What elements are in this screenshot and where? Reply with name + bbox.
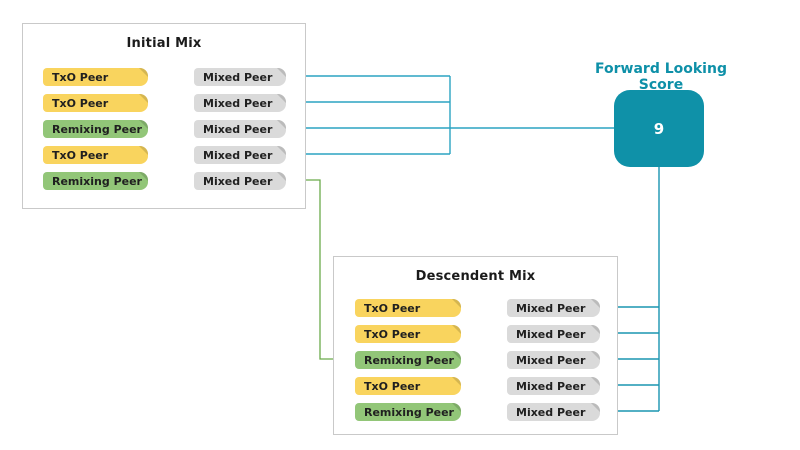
initial-mix-panel: Initial Mix TxO Peer TxO Peer Remixing P…: [22, 23, 306, 209]
mixed-peer-box: Mixed Peer: [507, 403, 600, 421]
initial-mix-left-column: TxO Peer TxO Peer Remixing Peer TxO Peer…: [43, 68, 148, 190]
remixing-peer-box: Remixing Peer: [355, 403, 461, 421]
initial-to-score-connectors: [285, 75, 614, 155]
forward-looking-score-title: Forward Looking Score: [595, 61, 727, 93]
txo-peer-box: TxO Peer: [355, 299, 461, 317]
descendent-mix-left-column: TxO Peer TxO Peer Remixing Peer TxO Peer…: [355, 299, 461, 421]
remixing-peer-box: Remixing Peer: [43, 172, 148, 190]
txo-peer-box: TxO Peer: [43, 146, 148, 164]
remixing-peer-box: Remixing Peer: [43, 120, 148, 138]
score-node: 9: [614, 90, 704, 167]
descendent-mix-title: Descendent Mix: [415, 269, 536, 284]
mixed-peer-box: Mixed Peer: [194, 94, 286, 112]
score-value: 9: [653, 119, 665, 138]
descendent-mix-right-column: Mixed Peer Mixed Peer Mixed Peer Mixed P…: [507, 299, 600, 421]
mixed-peer-box: Mixed Peer: [194, 146, 286, 164]
txo-peer-box: TxO Peer: [43, 68, 148, 86]
descendent-mix-panel: Descendent Mix TxO Peer TxO Peer Remixin…: [333, 256, 618, 435]
mixed-peer-box: Mixed Peer: [507, 325, 600, 343]
mixed-peer-box: Mixed Peer: [507, 351, 600, 369]
initial-mix-right-column: Mixed Peer Mixed Peer Mixed Peer Mixed P…: [194, 68, 286, 190]
txo-peer-box: TxO Peer: [355, 377, 461, 395]
txo-peer-box: TxO Peer: [43, 94, 148, 112]
remixing-peer-box: Remixing Peer: [355, 351, 461, 369]
mixed-peer-box: Mixed Peer: [194, 172, 286, 190]
mixed-peer-box: Mixed Peer: [194, 120, 286, 138]
mixed-peer-box: Mixed Peer: [194, 68, 286, 86]
initial-mix-title: Initial Mix: [126, 36, 202, 51]
mixed-peer-box: Mixed Peer: [507, 299, 600, 317]
mixed-peer-box: Mixed Peer: [507, 377, 600, 395]
txo-peer-box: TxO Peer: [355, 325, 461, 343]
